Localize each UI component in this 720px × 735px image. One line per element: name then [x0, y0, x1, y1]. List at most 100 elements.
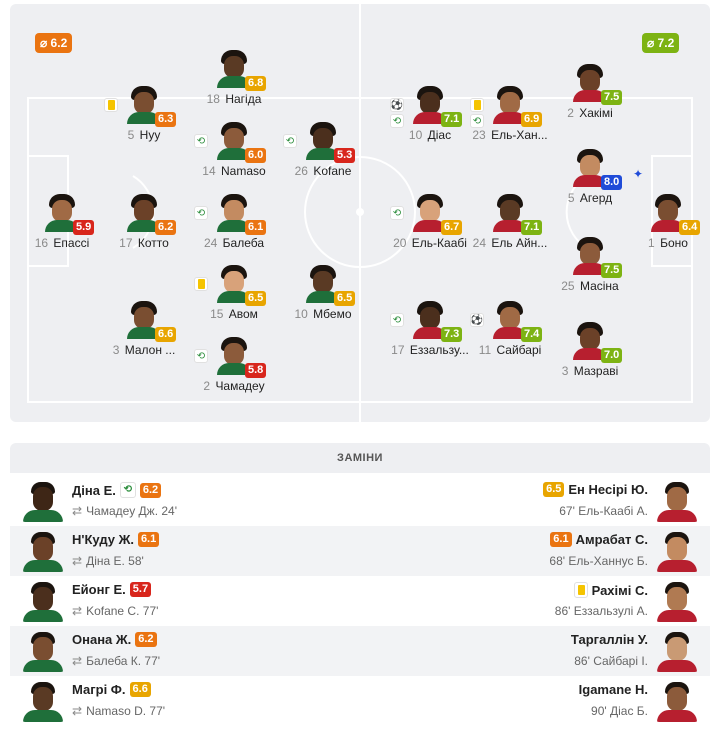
sub-replaced-text: Чамадеу Дж. 24': [86, 504, 177, 518]
swap-icon: ⇄: [72, 704, 83, 718]
player-photo: [22, 530, 64, 572]
sub-replaced-text: 86' Еззальзулі А.: [554, 604, 648, 618]
player-away-aguerd[interactable]: 8.0✦5 Агерд: [540, 149, 644, 207]
substitution-icon: ⟲: [194, 349, 208, 363]
sub-player-rating: 5.7: [129, 582, 152, 597]
sub-replaced-info: 90' Діас Б.: [591, 704, 648, 718]
player-number: 17: [391, 343, 405, 357]
substitution-icon: ⟲: [470, 114, 484, 128]
sub-replaced-info: 86' Сайбарі І.: [574, 654, 648, 668]
player-number: 25: [561, 279, 575, 293]
player-photo: [656, 580, 698, 622]
player-number: 16: [34, 236, 49, 250]
player-photo: [22, 580, 64, 622]
player-name-text: Сайбарі: [496, 343, 542, 357]
player-photo: [127, 194, 161, 232]
player-photo: [573, 149, 607, 187]
player-name-text: Хакімі: [579, 106, 613, 120]
event-badges: [104, 98, 120, 112]
sub-player-name-text: Н'Куду Ж.: [72, 532, 134, 547]
player-number: 3: [112, 343, 120, 357]
substitution-icon: ⟲: [194, 134, 208, 148]
player-photo: [22, 480, 64, 522]
player-name-text: Діас: [427, 128, 452, 142]
player-number: 1: [648, 236, 655, 250]
player-photo: [493, 194, 527, 232]
player-rating: 5.9: [73, 220, 95, 235]
sub-player-rating: 6.1: [550, 532, 572, 547]
sub-entry-home[interactable]: Магрі Ф.6.6⇄Namaso D. 77': [10, 676, 355, 726]
sub-replaced-info: ⇄Діна Е. 58': [72, 554, 144, 568]
sub-entry-away[interactable]: Igamane H.90' Діас Б.: [365, 676, 710, 726]
sub-row: Онана Ж.6.2⇄Балеба К. 77' Таргаллін У. 86'…: [10, 626, 710, 676]
event-badges: ⟲: [194, 206, 210, 220]
player-name: 2 Хакімі: [530, 106, 650, 120]
sub-player-name-text: Ейонг Е.: [72, 582, 126, 597]
sub-entry-home[interactable]: Діна Е.⟲6.2⇄Чамадеу Дж. 24': [10, 476, 355, 526]
sub-replaced-info: ⇄Kofane C. 77': [72, 604, 158, 618]
player-photo: [217, 265, 251, 303]
sub-entry-away[interactable]: Рахімі С. 86' Еззальзулі А.: [365, 576, 710, 626]
sub-replaced-text: 67' Ель-Каабі А.: [559, 504, 648, 518]
away-average-rating: ⌀ 7.2: [642, 33, 680, 53]
substitution-icon: ⟲: [283, 134, 297, 148]
player-rating: 6.3: [155, 112, 177, 127]
sub-replaced-text: Діна Е. 58': [86, 554, 144, 568]
player-number: 24: [203, 236, 218, 250]
player-number: 14: [202, 164, 216, 178]
goal-ball-icon: ⚽: [470, 313, 484, 327]
player-number: 3: [561, 364, 569, 378]
sub-player-name-text: Онана Ж.: [72, 632, 132, 647]
player-name-text: Мбемо: [313, 307, 352, 321]
player-name-text: Мазраві: [573, 364, 619, 378]
sub-player-name-text: Діна Е.: [72, 482, 116, 498]
sub-entry-home[interactable]: Ейонг Е.5.7 ⇄Kofane C. 77': [10, 576, 355, 626]
player-photo: [656, 480, 698, 522]
player-name-text: Чамадеу: [215, 379, 265, 393]
sub-player-name: Рахімі С.: [573, 582, 648, 598]
player-away-mazraoui[interactable]: 7.0 3 Мазраві: [540, 322, 640, 380]
sub-player-rating: 6.1: [137, 532, 160, 547]
substitution-icon: ⟲: [390, 206, 404, 220]
event-badges: ⚽: [470, 313, 486, 327]
sub-entry-away[interactable]: Таргаллін У. 86' Сайбарі І.: [365, 626, 710, 676]
player-name-text: Ель Айн...: [491, 236, 548, 250]
best-player-star-icon: ✦: [633, 167, 644, 181]
player-rating: 7.4: [521, 327, 543, 342]
player-rating: 6.0: [245, 148, 267, 163]
sub-replaced-text: 90' Діас Б.: [591, 704, 648, 718]
yellow-card-icon: [573, 582, 588, 598]
player-photo: [217, 194, 251, 232]
swap-icon: ⇄: [72, 604, 83, 618]
sub-player-name-text: Таргаллін У.: [570, 632, 648, 647]
player-photo: [413, 86, 447, 124]
sub-entry-home[interactable]: Н'Куду Ж.6.1 ⇄Діна Е. 58': [10, 526, 355, 576]
sub-entry-home[interactable]: Онана Ж.6.2⇄Балеба К. 77': [10, 626, 355, 676]
player-rating: 6.5: [245, 291, 267, 306]
player-rating: 7.0: [601, 348, 623, 363]
player-rating: 6.1: [245, 220, 267, 235]
